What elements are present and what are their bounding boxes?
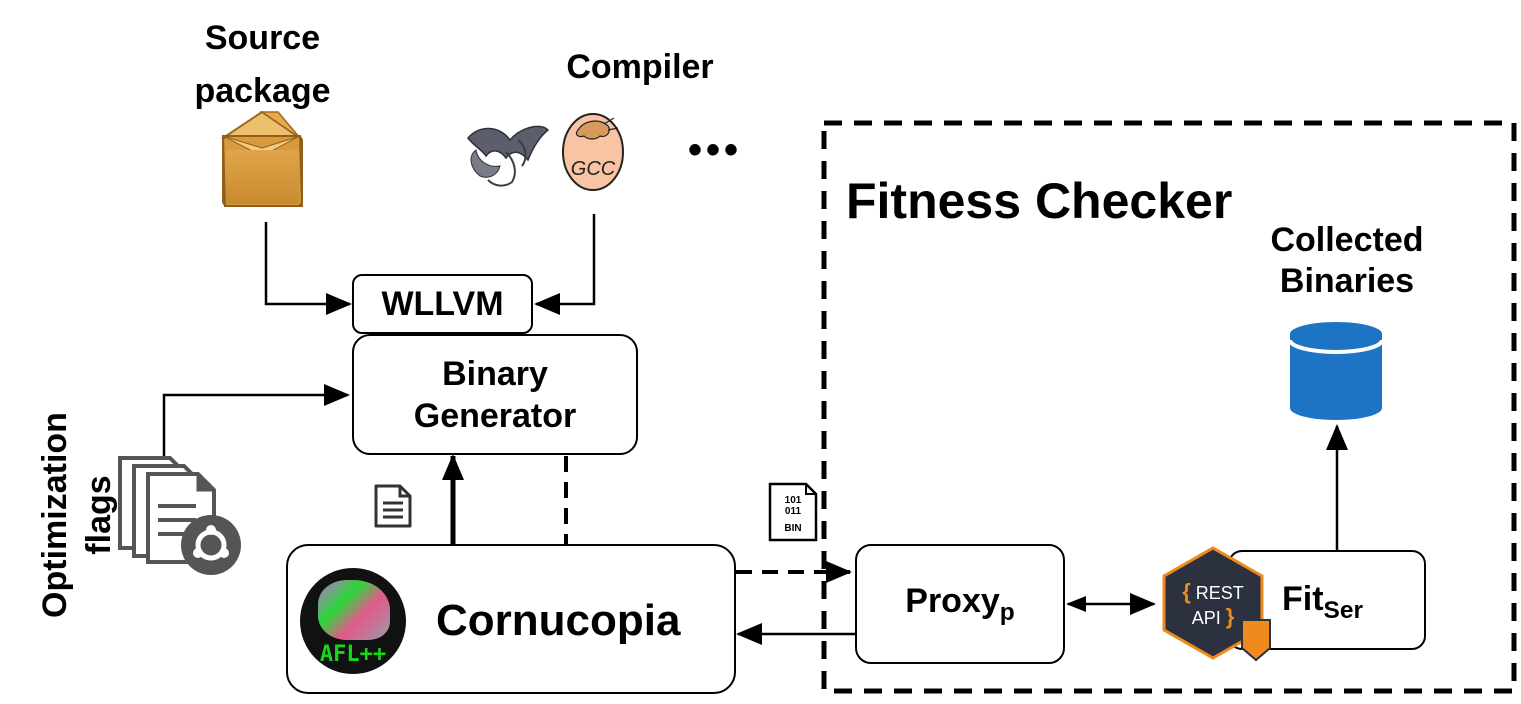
rest-line1-row: { REST	[1170, 580, 1256, 605]
source-label-line2: package	[194, 72, 331, 110]
fitser-label-sub: Ser	[1323, 596, 1363, 624]
compiler-label: Compiler	[566, 48, 714, 86]
fitser-label: FitSer	[1282, 580, 1363, 625]
binary-generator-line1: Binary	[442, 354, 548, 393]
collected-line1: Collected	[1270, 221, 1424, 259]
rest-api-text: { REST API }	[1170, 580, 1256, 630]
source-package-label: Source package	[170, 12, 355, 118]
rest-line2-row: API }	[1170, 605, 1256, 630]
proxy-label-sub: p	[999, 598, 1015, 626]
rest-brace-open: {	[1182, 579, 1191, 604]
bin-line1: 101	[784, 495, 802, 506]
binary-generator-line2: Generator	[413, 396, 577, 435]
wllvm-box: WLLVM	[352, 274, 533, 334]
binary-generator-box: Binary Generator	[352, 334, 638, 455]
source-label-line1: Source	[204, 19, 321, 57]
wllvm-label: WLLVM	[381, 284, 504, 323]
bin-file-text: 101 011 BIN	[770, 495, 816, 534]
bin-line2: 011	[784, 506, 802, 517]
proxy-label-main: Proxy	[905, 581, 1000, 620]
afl-badge: AFL++	[319, 642, 387, 667]
fitness-checker-frame	[821, 120, 1517, 694]
afl-logo: AFL++	[300, 568, 406, 674]
more-compilers-ellipsis: •••	[688, 128, 743, 172]
cornucopia-box: AFL++ Cornucopia	[286, 544, 736, 694]
gcc-text: GCC	[570, 158, 616, 180]
proxy-box: Proxyp	[855, 544, 1065, 664]
collected-line2: Binaries	[1279, 262, 1415, 300]
rest-line1: REST	[1195, 583, 1244, 603]
rest-brace-close: }	[1225, 604, 1235, 629]
arrow-flags-to-generator	[162, 384, 350, 460]
collected-binaries-label: Collected Binaries	[1250, 220, 1444, 302]
arrow-compiler-to-wllvm	[534, 214, 596, 315]
fitser-label-main: Fit	[1282, 580, 1324, 618]
fitness-checker-title: Fitness Checker	[846, 173, 1233, 229]
afl-logo-art	[318, 580, 390, 640]
arrow-package-to-wllvm	[264, 222, 352, 315]
proxy-label: Proxyp	[905, 582, 1014, 627]
rest-line2: API	[1191, 608, 1221, 628]
bin-line3: BIN	[784, 523, 802, 534]
cornucopia-label: Cornucopia	[436, 596, 681, 645]
